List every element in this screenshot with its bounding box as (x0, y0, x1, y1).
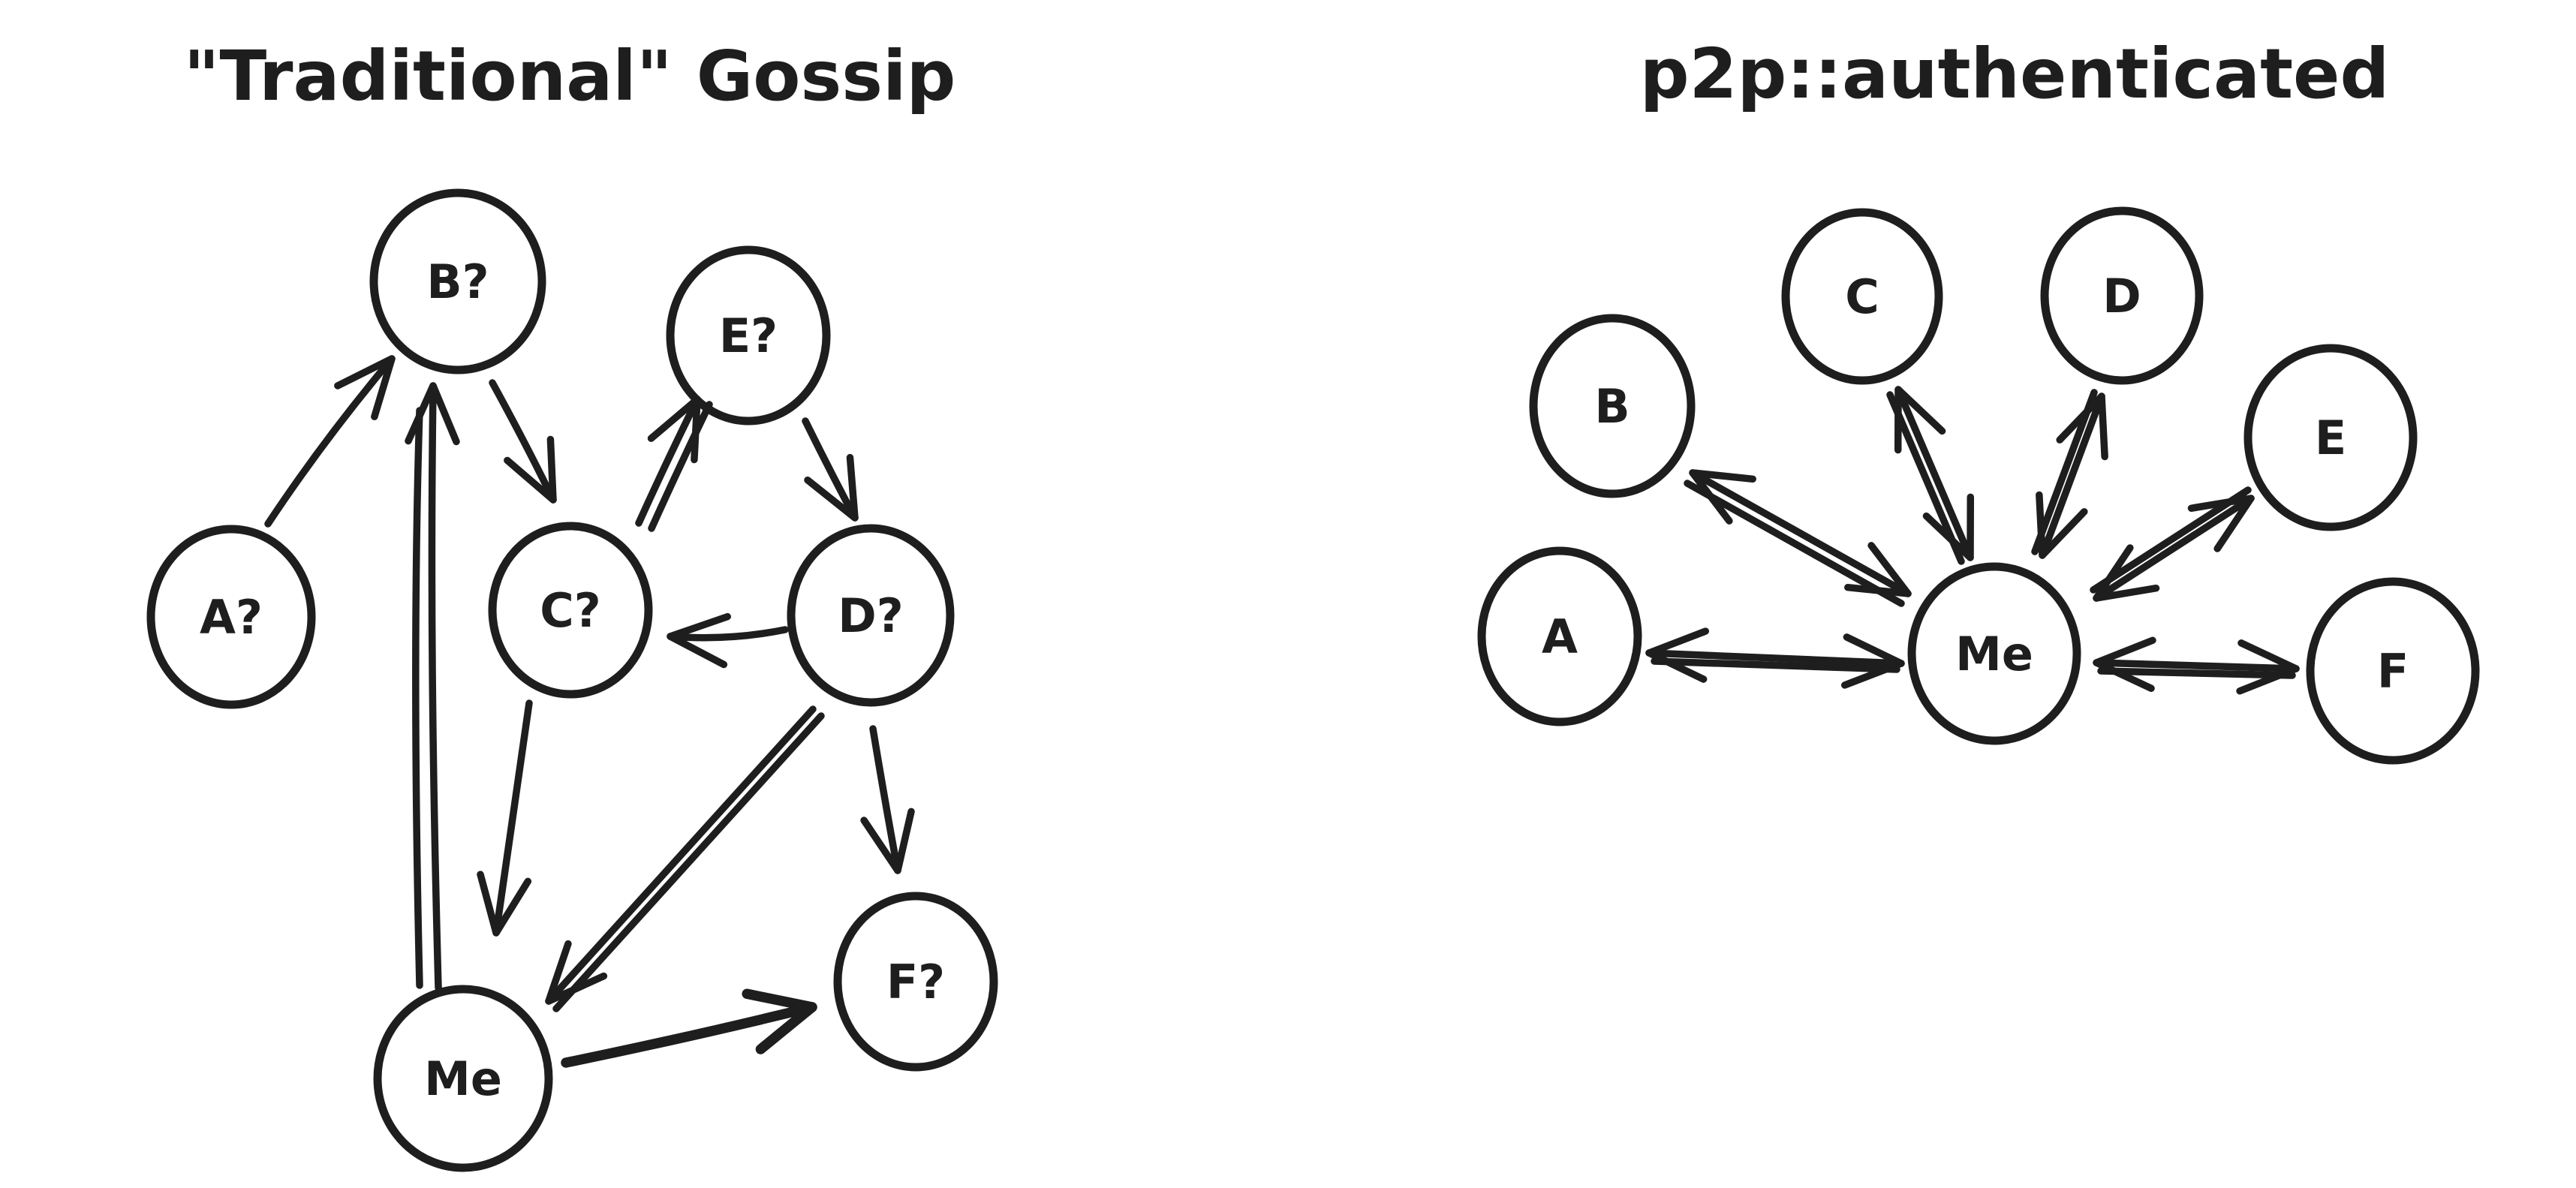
node-right-c-shape (1781, 208, 1943, 385)
node-left-me-label: Me (424, 1051, 502, 1106)
arrow-c-to-e-sketch-stroke (648, 401, 713, 532)
node-left-c: C? (488, 522, 653, 699)
arrow-me-d-bidirectional (2036, 392, 2108, 559)
node-left-e-label: E? (719, 308, 778, 363)
left-nodes: A? B? C? D? E? F? (146, 188, 998, 1172)
node-left-b: B? (369, 188, 546, 374)
node-left-d: D? (787, 524, 955, 707)
right-nodes: A B C D E F Me (1477, 206, 2480, 765)
node-left-f-label: F? (886, 955, 945, 1009)
node-right-e: E (2243, 344, 2418, 531)
node-right-me-label: Me (1955, 627, 2033, 681)
node-right-c-label: C (1845, 269, 1879, 324)
arrow-me-d-sketch-stroke (2031, 389, 2098, 555)
arrow-c-to-me (477, 699, 533, 937)
node-left-a-shape (146, 525, 316, 709)
arrow-me-b-sketch-stroke (1684, 480, 1905, 607)
node-right-f-label: F (2377, 644, 2409, 699)
left-edges (264, 355, 915, 1068)
left-diagram: "Traditional" Gossip A? (146, 36, 998, 1172)
node-left-d-shape (787, 524, 955, 707)
node-left-me-shape (373, 985, 553, 1172)
node-right-b-shape (1529, 314, 1696, 498)
arrow-me-c-sketch-stroke (1886, 391, 1965, 565)
node-left-b-shape (369, 188, 546, 374)
right-diagram: p2p::authenticated A B (1477, 34, 2480, 765)
node-left-f-shape (833, 892, 998, 1072)
node-right-a-shape (1477, 546, 1642, 726)
node-right-f-shape (2306, 577, 2480, 765)
arrow-me-to-b (405, 382, 460, 991)
arrow-c-to-e (635, 395, 701, 527)
node-left-c-label: C? (540, 583, 600, 638)
arrow-me-c-bidirectional (1894, 386, 1975, 561)
arrow-d-to-c (667, 612, 789, 669)
node-left-a: A? (146, 525, 316, 709)
node-right-f: F (2306, 577, 2480, 765)
right-diagram-title: p2p::authenticated (1640, 34, 2390, 114)
node-right-b: B (1529, 314, 1696, 498)
node-right-c: C (1781, 208, 1943, 385)
arrow-me-f-bidirectional (2093, 636, 2300, 695)
arrow-d-to-me-sketch-stroke (552, 712, 825, 1012)
node-left-c-shape (488, 522, 653, 699)
arrow-a-to-b (264, 355, 396, 528)
node-right-d-shape (2040, 206, 2204, 385)
arrow-me-f-sketch-stroke (2097, 667, 2296, 679)
node-left-f: F? (833, 892, 998, 1072)
node-left-e: E? (666, 245, 831, 426)
node-left-a-label: A? (200, 590, 263, 645)
arrow-me-to-b-sketch-stroke (411, 407, 423, 989)
node-right-b-label: B (1594, 379, 1630, 434)
left-diagram-title: "Traditional" Gossip (184, 36, 956, 116)
node-left-b-label: B? (426, 254, 489, 309)
node-left-me: Me (373, 985, 553, 1172)
node-left-e-shape (666, 245, 831, 426)
node-right-me-shape (1907, 562, 2081, 745)
node-right-e-shape (2243, 344, 2418, 531)
right-edges (1645, 386, 2300, 695)
node-right-me: Me (1907, 562, 2081, 745)
node-right-a-label: A (1542, 609, 1578, 664)
arrow-d-to-me (545, 705, 817, 1005)
arrow-me-e-sketch-stroke (2090, 486, 2252, 594)
arrow-b-to-c (489, 379, 557, 504)
arrow-me-e-bidirectional (2093, 495, 2255, 602)
node-right-e-label: E (2315, 411, 2346, 465)
node-right-d: D (2040, 206, 2204, 385)
node-left-d-label: D? (838, 588, 903, 643)
node-right-d-label: D (2102, 269, 2141, 323)
arrow-me-b-bidirectional (1689, 469, 1912, 597)
node-right-a: A (1477, 546, 1642, 726)
arrow-me-a-bidirectional (1645, 627, 1905, 689)
arrow-d-to-f (860, 725, 915, 874)
arrow-e-to-d (802, 417, 859, 522)
arrow-me-to-f (561, 988, 817, 1068)
